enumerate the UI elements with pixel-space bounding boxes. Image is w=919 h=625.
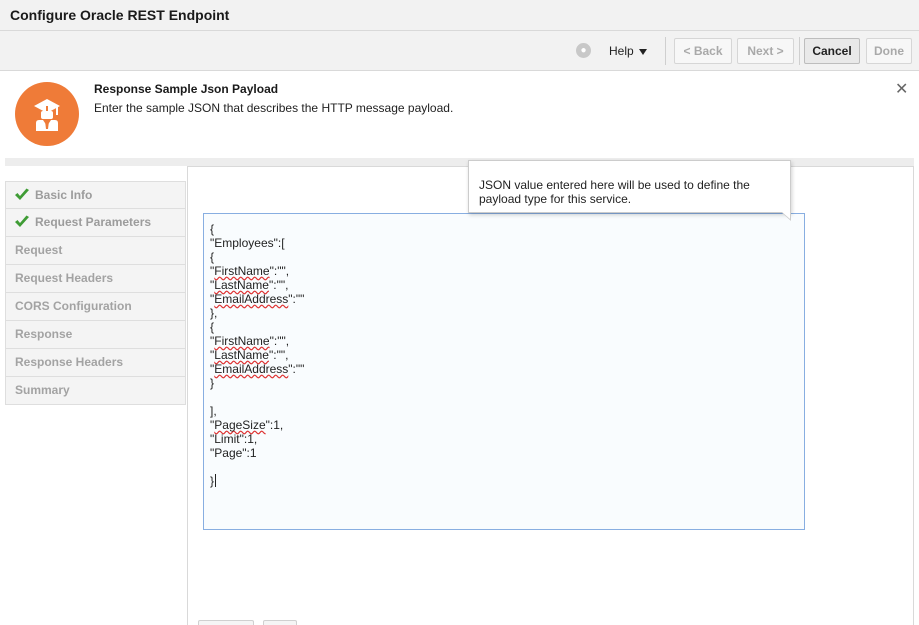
banner-title: Response Sample Json Payload xyxy=(94,82,279,96)
help-menu-button[interactable]: Help xyxy=(603,40,653,62)
back-button[interactable]: < Back xyxy=(674,38,732,64)
editor-line: "FirstName":"", xyxy=(210,334,290,348)
wizard-toolbar: ● Help < Back Next > Cancel Done xyxy=(0,31,919,71)
cancel-button[interactable]: Cancel xyxy=(804,38,860,64)
json-payload-textarea[interactable]: {"Employees":[{"FirstName":"","LastName"… xyxy=(203,213,805,530)
editor-line xyxy=(210,390,798,404)
step-banner: Response Sample Json Payload Enter the s… xyxy=(5,72,914,158)
checkmark-icon xyxy=(15,215,29,227)
editor-line: "EmailAddress":"" xyxy=(210,362,305,376)
footer-button-partial[interactable] xyxy=(198,620,254,625)
footer-button-partial[interactable] xyxy=(263,620,297,625)
done-button[interactable]: Done xyxy=(866,38,912,64)
tooltip-text: JSON value entered here will be used to … xyxy=(479,178,750,206)
window-title: Configure Oracle REST Endpoint xyxy=(10,7,230,23)
wizard-step-label: Response xyxy=(15,327,73,341)
caret-down-icon xyxy=(638,48,647,55)
editor-line xyxy=(210,460,798,474)
close-icon[interactable]: ✕ xyxy=(895,81,909,98)
editor-line: }, xyxy=(210,306,218,320)
user-badge-icon xyxy=(15,82,79,146)
text-cursor xyxy=(215,474,217,487)
wizard-step[interactable]: Summary xyxy=(5,377,186,405)
editor-line: "LastName":"", xyxy=(210,278,289,292)
tooltip-arrow-fill xyxy=(782,212,790,219)
checkmark-icon xyxy=(15,188,29,200)
wizard-step-label: Request Headers xyxy=(15,271,114,285)
editor-line: "Limit":1, xyxy=(210,432,258,446)
editor-line: { xyxy=(210,222,215,236)
wizard-step-label: Request xyxy=(15,243,63,257)
wizard-step[interactable]: Request Parameters xyxy=(5,209,186,237)
wizard-step-label: Basic Info xyxy=(35,188,93,202)
wizard-step-label: Request Parameters xyxy=(35,215,152,229)
wizard-step[interactable]: Request xyxy=(5,237,186,265)
wizard-step-label: CORS Configuration xyxy=(15,299,132,313)
title-bar: Configure Oracle REST Endpoint xyxy=(0,0,919,31)
editor-line: "PageSize":1, xyxy=(210,418,284,432)
editor-line: } xyxy=(210,474,217,488)
next-button[interactable]: Next > xyxy=(737,38,794,64)
editor-line: { xyxy=(210,250,215,264)
wizard-step[interactable]: Response Headers xyxy=(5,349,186,377)
editor-line: ], xyxy=(210,404,217,418)
toolbar-separator xyxy=(665,37,666,65)
editor-line: "Employees":[ xyxy=(210,236,285,250)
toolbar-separator xyxy=(799,37,800,65)
editor-line: "LastName":"", xyxy=(210,348,289,362)
info-tooltip: JSON value entered here will be used to … xyxy=(468,160,791,221)
editor-line: } xyxy=(210,376,215,390)
editor-line: "Page":1 xyxy=(210,446,257,460)
section-divider xyxy=(5,158,914,166)
help-label: Help xyxy=(609,44,634,58)
wizard-step[interactable]: Request Headers xyxy=(5,265,186,293)
wizard-step[interactable]: Response xyxy=(5,321,186,349)
help-circle-icon: ● xyxy=(576,43,591,58)
editor-line: { xyxy=(210,320,215,334)
wizard-step-label: Summary xyxy=(15,383,70,397)
wizard-step[interactable]: Basic Info xyxy=(5,181,186,209)
editor-line: "EmailAddress":"" xyxy=(210,292,305,306)
wizard-step[interactable]: CORS Configuration xyxy=(5,293,186,321)
banner-description: Enter the sample JSON that describes the… xyxy=(94,101,454,115)
wizard-step-label: Response Headers xyxy=(15,355,124,369)
editor-line: "FirstName":"", xyxy=(210,264,290,278)
